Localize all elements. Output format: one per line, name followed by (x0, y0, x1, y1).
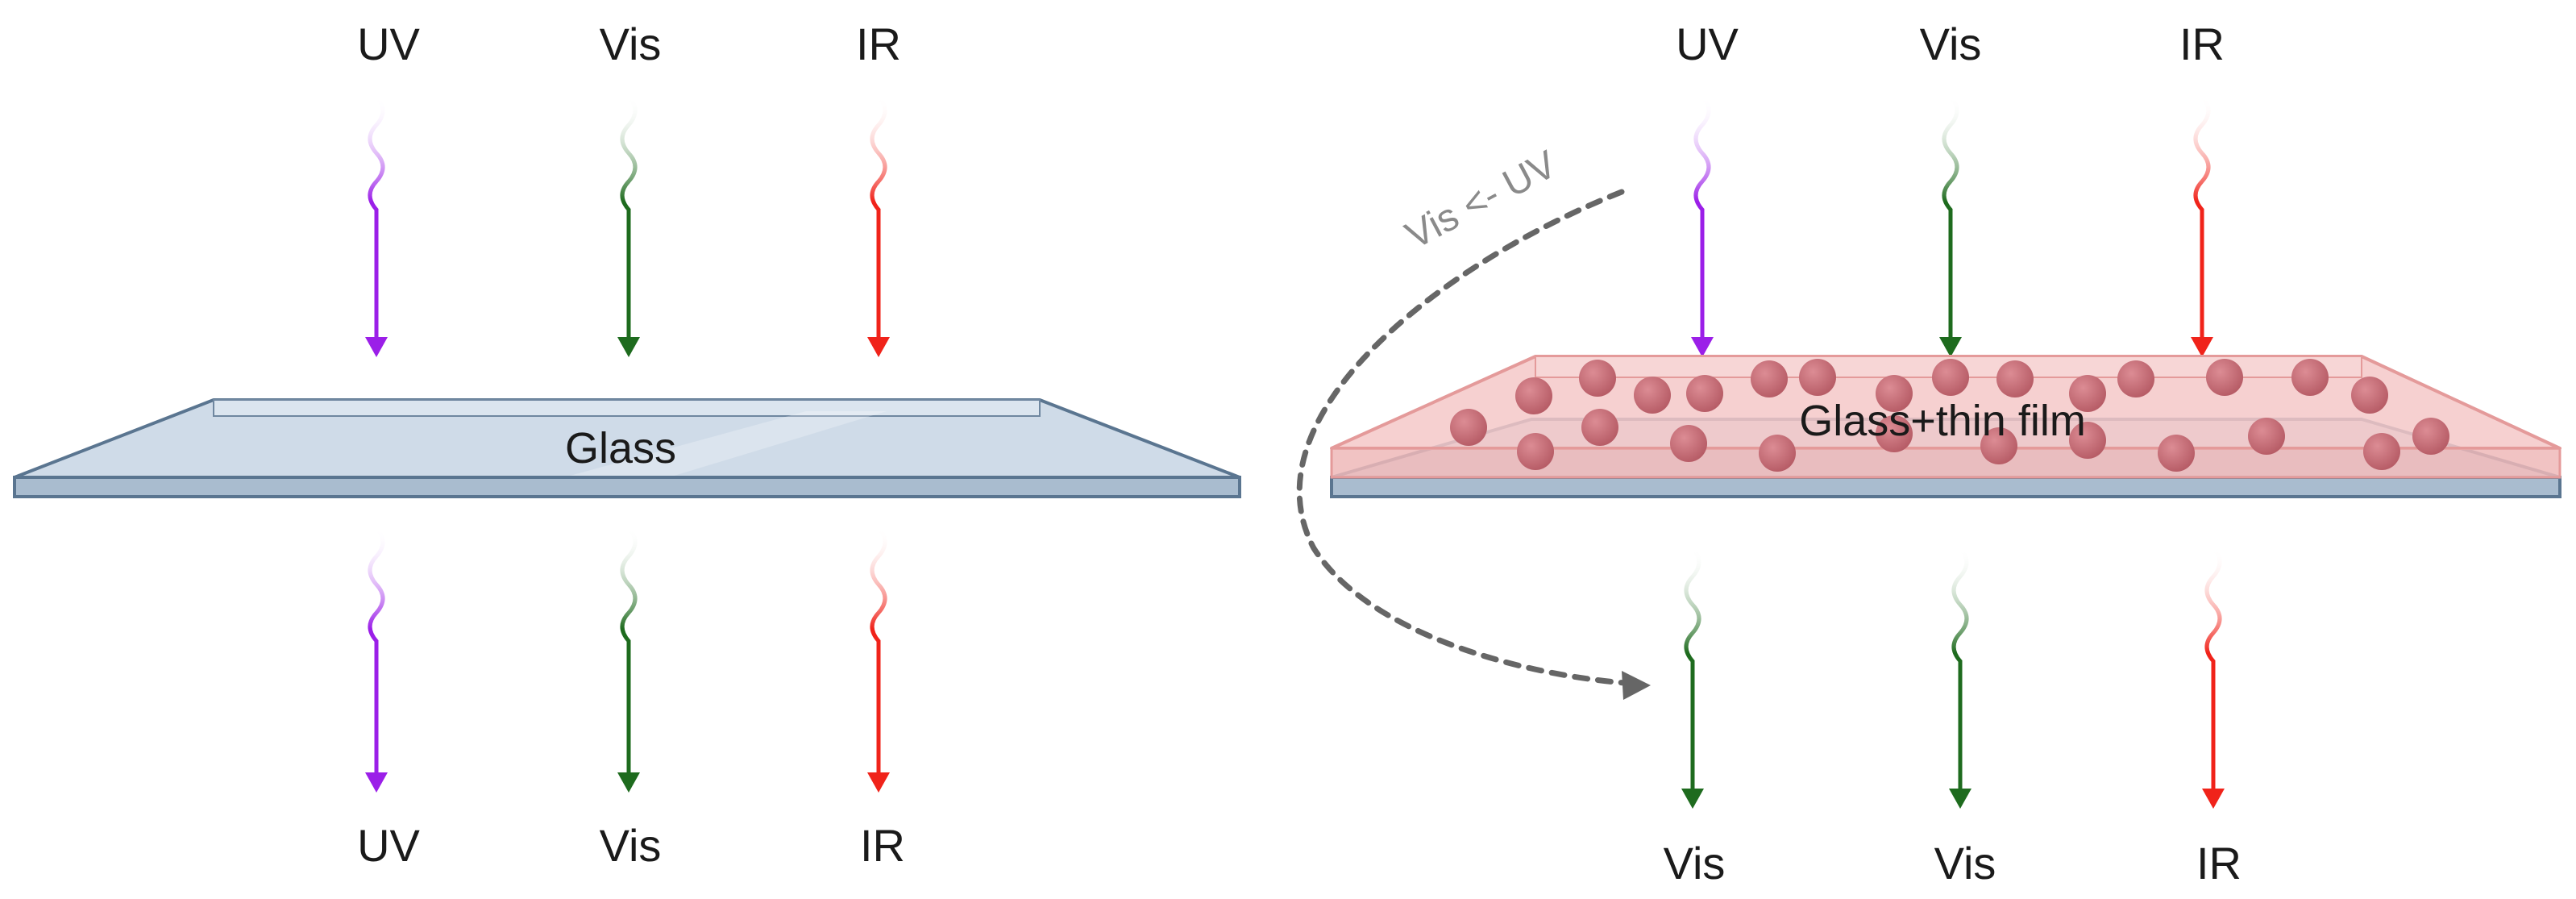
vis-wavy-arrow-icon (1949, 546, 1971, 809)
label-ir: IR (860, 820, 905, 871)
nanoparticle (1799, 359, 1836, 396)
left-panel: UV Vis IR Glass (13, 19, 1241, 871)
nanoparticle (1670, 425, 1707, 462)
nanoparticle (2206, 359, 2243, 396)
nanoparticles (1450, 359, 2449, 472)
right-panel: UV Vis IR (1296, 19, 2561, 889)
nanoparticle (1686, 375, 1723, 412)
label-uv: UV (357, 19, 420, 69)
label-ir: IR (856, 19, 901, 69)
nanoparticle (2291, 359, 2329, 396)
label-uv: UV (357, 820, 420, 871)
right-bottom-labels: Vis Vis IR (1664, 838, 2242, 889)
nanoparticle (1996, 360, 2034, 397)
nanoparticle (1932, 359, 1969, 396)
label-vis: Vis (1934, 838, 1996, 889)
nanoparticle (1759, 435, 1796, 472)
nanoparticle (1517, 433, 1554, 470)
nanoparticle (2363, 433, 2400, 470)
nanoparticle (2117, 360, 2154, 397)
label-vis: Vis (1664, 838, 1726, 889)
label-uv: UV (1676, 19, 1739, 69)
nanoparticle (1876, 375, 1913, 412)
dashed-curved-arrow-icon (1296, 189, 1639, 687)
label-ir: IR (2196, 838, 2242, 889)
label-vis: Vis (1920, 19, 1982, 69)
ir-wavy-arrow-icon (2202, 546, 2225, 809)
nanoparticle (2069, 422, 2106, 459)
glass-pane: Glass (13, 398, 1241, 498)
left-top-labels: UV Vis IR (357, 19, 901, 69)
nanoparticle (1980, 427, 2017, 464)
left-incoming-waves (365, 94, 890, 357)
nanoparticle (1515, 377, 1552, 414)
nanoparticle (2351, 377, 2388, 414)
nanoparticle (2158, 435, 2195, 472)
right-incoming-waves (1691, 94, 2213, 357)
nanoparticle (2069, 375, 2106, 412)
nanoparticle (1876, 415, 1913, 452)
label-ir: IR (2179, 19, 2225, 69)
conversion-label: Vis <- UV (1399, 143, 1564, 257)
ir-wavy-arrow-icon (867, 94, 890, 357)
glass-label: Glass (565, 424, 676, 472)
uv-wavy-arrow-icon (1691, 94, 1714, 357)
nanoparticle (2412, 418, 2449, 455)
nanoparticle (1450, 409, 1487, 446)
vis-wavy-arrow-icon (1681, 546, 1704, 809)
glass-thin-film-label: Glass+thin film (1799, 397, 2086, 445)
label-vis: Vis (600, 19, 662, 69)
glass-thin-film-pane: Glass+thin film (1330, 355, 2561, 498)
vis-wavy-arrow-icon (617, 526, 640, 793)
uv-wavy-arrow-icon (365, 94, 388, 357)
uv-wavy-arrow-icon (365, 526, 388, 793)
vis-wavy-arrow-icon (1939, 94, 1962, 357)
label-vis: Vis (600, 820, 662, 871)
vis-wavy-arrow-icon (617, 94, 640, 357)
nanoparticle (2248, 418, 2285, 455)
nanoparticle (1634, 377, 1671, 414)
arrowhead-icon (1622, 671, 1651, 700)
right-outgoing-waves (1681, 546, 2225, 809)
left-bottom-labels: UV Vis IR (357, 820, 905, 871)
nanoparticle (1581, 409, 1618, 446)
ir-wavy-arrow-icon (2191, 94, 2213, 357)
nanoparticle (1751, 360, 1788, 397)
left-outgoing-waves (365, 526, 890, 793)
ir-wavy-arrow-icon (867, 526, 890, 793)
nanoparticle (1579, 360, 1616, 397)
right-top-labels: UV Vis IR (1676, 19, 2225, 69)
